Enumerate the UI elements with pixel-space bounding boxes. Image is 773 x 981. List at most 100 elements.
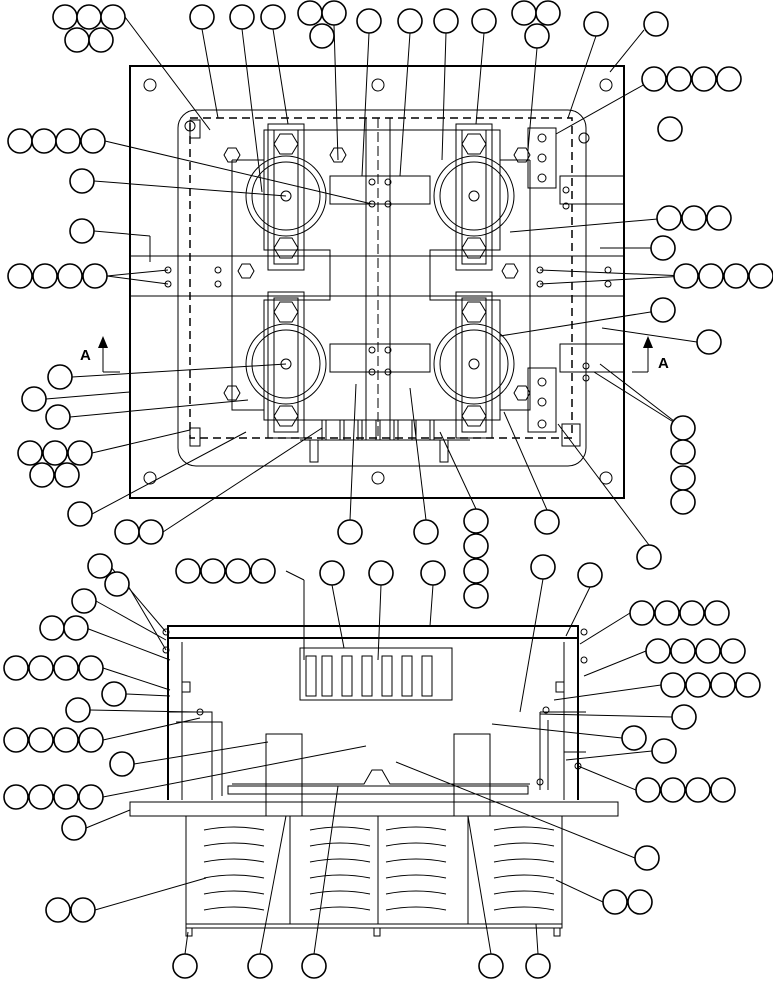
- leader-line: [503, 411, 548, 511]
- callout-bubble: [660, 672, 686, 698]
- callout-group: [530, 554, 556, 580]
- core-plate: [227, 785, 529, 795]
- leader-line: [69, 399, 249, 418]
- studs: [162, 628, 588, 786]
- callout-group: [696, 329, 722, 355]
- callout-bubble: [670, 489, 696, 515]
- callout-bubble: [651, 738, 677, 764]
- busbar-lower: [329, 343, 431, 373]
- callout-group: [420, 560, 446, 586]
- callout-bubble: [87, 553, 113, 579]
- callout-group: [87, 553, 113, 579]
- callout-group: [577, 562, 603, 588]
- wire-left-outer: [168, 711, 213, 800]
- leader-line: [104, 140, 373, 205]
- callout-group: [69, 218, 95, 244]
- callout-bubble: [229, 4, 255, 30]
- callout-bubble: [660, 777, 686, 803]
- callout-group: [69, 168, 95, 194]
- section-label-left: A: [80, 347, 91, 364]
- callout-group: [3, 727, 104, 753]
- leader-line: [579, 612, 631, 645]
- callout-bubble: [478, 953, 504, 979]
- callout-bubble: [356, 8, 382, 34]
- callout-group: [670, 415, 696, 515]
- leader-line: [439, 431, 477, 510]
- callout-bubble: [76, 4, 102, 30]
- callout-bubble: [28, 655, 54, 681]
- callout-bubble: [463, 533, 489, 559]
- callout-group: [67, 501, 93, 527]
- insulator-left: [265, 733, 303, 817]
- callout-bubble: [583, 11, 609, 37]
- section-label-right: A: [658, 355, 669, 372]
- callout-bubble: [28, 727, 54, 753]
- leader-line: [126, 583, 167, 651]
- callout-group: [645, 638, 746, 664]
- leader-line: [102, 745, 367, 798]
- leader-line: [331, 584, 345, 649]
- leader-line: [184, 931, 189, 955]
- side-view-section: [129, 625, 619, 937]
- callout-bubble: [39, 615, 65, 641]
- leader-line: [102, 717, 201, 741]
- callout-group: [534, 509, 560, 535]
- base-rail: [185, 923, 563, 929]
- callout-bubble: [47, 364, 73, 390]
- callout-group: [660, 672, 761, 698]
- callout-bubble: [71, 588, 97, 614]
- housing-walls: [167, 638, 579, 800]
- cooling-fins: [203, 816, 555, 924]
- cover-plate: [167, 625, 579, 639]
- leader-line: [125, 693, 171, 697]
- callout-bubble: [3, 655, 29, 681]
- inner-walls: [181, 642, 565, 800]
- callout-group: [368, 560, 394, 586]
- callout-bubble: [679, 600, 705, 626]
- callout-bubble: [681, 205, 707, 231]
- callout-bubble: [7, 263, 33, 289]
- callout-bubble: [735, 672, 761, 698]
- callout-bubble: [57, 263, 83, 289]
- callout-bubble: [42, 440, 68, 466]
- callout-bubble: [250, 558, 276, 584]
- callout-bubble: [54, 462, 80, 488]
- clip-top-left: [189, 119, 201, 139]
- callout-bubble: [82, 263, 108, 289]
- callout-group: [657, 116, 683, 142]
- mounting-holes: [143, 78, 613, 485]
- callout-group: [65, 697, 91, 723]
- callout-group: [650, 297, 676, 323]
- left-bracket: [231, 159, 264, 411]
- callout-group: [641, 66, 742, 92]
- callout-bubble: [636, 544, 662, 570]
- leader-line: [395, 761, 636, 859]
- callout-bubble: [55, 128, 81, 154]
- callout-bubble: [301, 953, 327, 979]
- callout-bubble: [69, 218, 95, 244]
- leader-line: [91, 429, 191, 454]
- hex-nuts: [223, 133, 531, 427]
- callout-bubble: [671, 704, 697, 730]
- leader-line: [475, 32, 485, 125]
- callout-bubble: [70, 897, 96, 923]
- callout-bubble: [80, 128, 106, 154]
- leader-line: [601, 327, 698, 343]
- leader-line: [71, 363, 287, 378]
- callout-bubble: [471, 8, 497, 34]
- small-bolts: [164, 178, 612, 382]
- callout-group: [297, 0, 347, 49]
- callout-bubble: [670, 439, 696, 465]
- callout-bubble: [656, 205, 682, 231]
- callout-group: [21, 386, 47, 412]
- callout-bubble: [577, 562, 603, 588]
- callout-bubble: [691, 66, 717, 92]
- callout-group: [172, 953, 198, 979]
- callout-group: [463, 508, 489, 609]
- leader-line: [333, 24, 339, 161]
- callout-bubble: [685, 672, 711, 698]
- callout-bubble: [621, 725, 647, 751]
- callout-bubble: [67, 440, 93, 466]
- callout-bubble: [670, 415, 696, 441]
